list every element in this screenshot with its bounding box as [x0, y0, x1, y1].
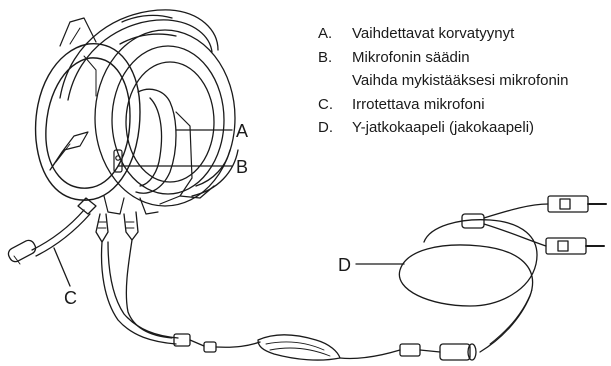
parts-legend: A. Vaihdettavat korvatyynyt B. Mikrofoni…	[318, 22, 611, 140]
legend-letter: C.	[318, 93, 352, 117]
callout-line-c	[54, 248, 70, 286]
legend-letter: B.	[318, 46, 352, 70]
legend-item-b: B. Mikrofonin säädin	[318, 46, 611, 70]
legend-text: Mikrofonin säädin	[352, 46, 611, 70]
callout-b-label: B	[236, 157, 248, 177]
legend-item-b-detail: Vaihda mykistääksesi mikrofonin	[318, 69, 611, 93]
legend-item-a: A. Vaihdettavat korvatyynyt	[318, 22, 611, 46]
y-cable	[96, 212, 476, 360]
legend-letter: D.	[318, 116, 352, 140]
front-ear-cup	[36, 18, 140, 200]
legend-text: Irrotettava mikrofoni	[352, 93, 611, 117]
legend-item-d: D. Y-jatkokaapeli (jakokaapeli)	[318, 116, 611, 140]
extension-cable	[399, 196, 606, 352]
callout-d-label: D	[338, 255, 351, 275]
detachable-microphone	[6, 198, 96, 264]
legend-text: Y-jatkokaapeli (jakokaapeli)	[352, 116, 611, 140]
callout-a-label: A	[236, 121, 248, 141]
callout-c-label: C	[64, 288, 77, 308]
legend-text: Vaihdettavat korvatyynyt	[352, 22, 611, 46]
legend-letter	[318, 69, 352, 93]
legend-item-c: C. Irrotettava mikrofoni	[318, 93, 611, 117]
ear-cushion	[136, 89, 214, 204]
legend-letter: A.	[318, 22, 352, 46]
legend-text: Vaihda mykistääksesi mikrofonin	[352, 69, 611, 93]
